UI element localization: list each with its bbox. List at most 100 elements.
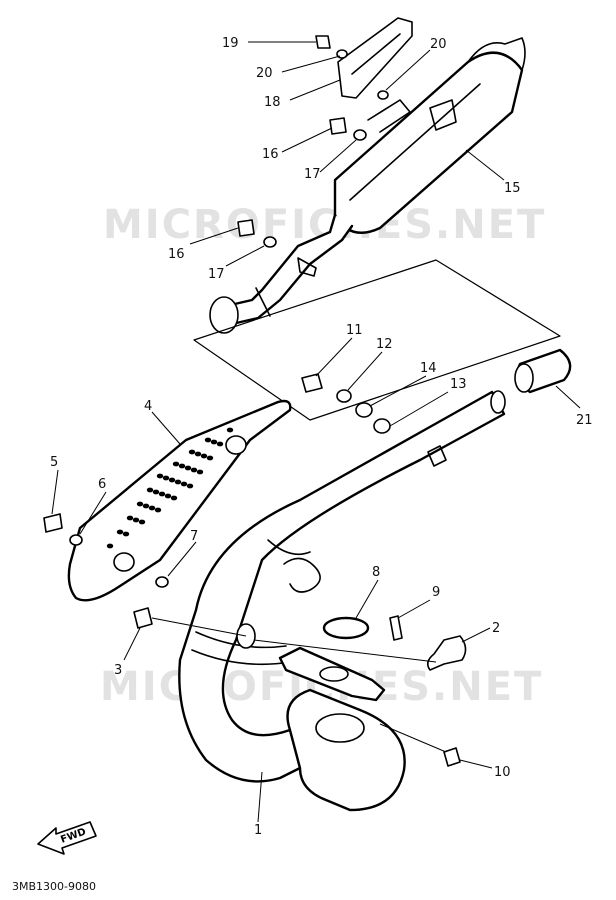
callout-15: 15 — [504, 181, 521, 196]
vent-hole — [190, 467, 198, 473]
stay-2 — [426, 635, 467, 671]
washer-6 — [69, 534, 83, 546]
callout-7: 7 — [190, 529, 198, 544]
damper-13 — [373, 418, 391, 434]
callout-6: 6 — [98, 477, 106, 492]
vent-hole — [122, 531, 130, 537]
vent-hole — [162, 475, 170, 481]
vent-hole — [200, 453, 208, 459]
callout-13: 13 — [450, 377, 467, 392]
vent-hole — [204, 437, 212, 443]
vent-hole — [158, 491, 166, 497]
callout-16-lower: 16 — [168, 247, 185, 262]
collar-14 — [355, 402, 373, 418]
pipe-outer — [178, 390, 506, 783]
exhaust-pipe-1 — [133, 390, 506, 812]
bolt-11 — [301, 373, 323, 393]
vent-hole — [164, 493, 172, 499]
callout-16-upper: 16 — [262, 147, 279, 162]
callout-17-lower: 17 — [208, 267, 225, 282]
callout-18: 18 — [264, 95, 281, 110]
fwd-arrow: FWD — [37, 821, 97, 855]
vent-hole — [148, 505, 156, 511]
callout-5: 5 — [50, 455, 58, 470]
silencer-inlet-end — [209, 296, 239, 334]
vent-hole — [152, 489, 160, 495]
vent-hole — [180, 481, 188, 487]
vent-hole — [178, 463, 186, 469]
vent-hole — [136, 501, 144, 507]
vent-hole — [188, 449, 196, 455]
callout-20-left: 20 — [256, 66, 273, 81]
vent-hole — [126, 515, 134, 521]
drawing-code: 3MB1300-9080 — [12, 880, 96, 893]
washer-12 — [336, 389, 352, 403]
callout-9: 9 — [432, 585, 440, 600]
vent-hole — [170, 495, 178, 501]
bolt-3 — [133, 607, 153, 629]
gasket-8 — [322, 616, 370, 640]
pipe-rear-end — [490, 390, 506, 414]
pipe-contour — [267, 539, 311, 556]
heat-shield-slot — [351, 33, 401, 75]
joint-parts — [301, 348, 572, 434]
callout-3: 3 — [114, 663, 122, 678]
leader-lines — [51, 41, 581, 823]
fwd-arrow-shape — [37, 821, 97, 855]
callout-21: 21 — [576, 413, 593, 428]
protector-vent-holes — [106, 427, 234, 549]
callout-19: 19 — [222, 36, 239, 51]
callouts: 19 20 20 18 16 17 15 16 17 11 12 14 13 2… — [50, 36, 593, 838]
washer-20b — [377, 90, 389, 100]
callout-12: 12 — [376, 337, 393, 352]
vent-hole — [210, 439, 218, 445]
callout-2: 2 — [492, 621, 500, 636]
callout-11: 11 — [346, 323, 363, 338]
muffler-seam — [349, 83, 481, 201]
pipe-weld-band — [191, 649, 291, 666]
callout-10: 10 — [494, 765, 511, 780]
vent-hole — [106, 543, 114, 549]
heat-shield-18 — [337, 17, 413, 99]
muffler-tail — [467, 37, 526, 71]
vent-hole — [174, 479, 182, 485]
pipe-lower-bend — [286, 688, 406, 812]
callout-8: 8 — [372, 565, 380, 580]
callout-17-upper: 17 — [304, 167, 321, 182]
vent-hole — [196, 469, 204, 475]
washer-17b — [263, 236, 277, 248]
subassembly-outline — [193, 259, 561, 421]
pipe-rear-bracket — [427, 445, 447, 467]
vent-hole — [146, 487, 154, 493]
callout-14: 14 — [420, 361, 437, 376]
washer-7 — [155, 576, 169, 588]
heat-protector-4 — [43, 399, 292, 602]
bolt-16a — [329, 117, 347, 135]
callout-20-right: 20 — [430, 37, 447, 52]
stud-9 — [389, 615, 403, 641]
callout-1: 1 — [254, 823, 262, 838]
pipe-spring-hook — [283, 557, 321, 593]
inlet-mount-tab — [297, 257, 317, 277]
vent-hole — [206, 455, 214, 461]
vent-hole — [142, 503, 150, 509]
flange-port — [319, 666, 349, 682]
bolt-16b — [237, 219, 255, 237]
vent-hole — [172, 461, 180, 467]
washer-17a — [353, 129, 367, 141]
vent-hole — [132, 517, 140, 523]
vent-hole — [226, 427, 234, 433]
gasket-21-end — [514, 363, 534, 393]
vent-hole — [154, 507, 162, 513]
vent-hole — [156, 473, 164, 479]
protector-mount-upper — [225, 435, 247, 455]
vent-hole — [186, 483, 194, 489]
vent-hole — [194, 451, 202, 457]
inlet-clamp — [255, 287, 271, 317]
callout-4: 4 — [144, 399, 152, 414]
screw-5 — [43, 513, 63, 533]
vent-hole — [216, 441, 224, 447]
protector-mount-lower — [113, 552, 135, 572]
silencer-assembly — [209, 17, 526, 334]
